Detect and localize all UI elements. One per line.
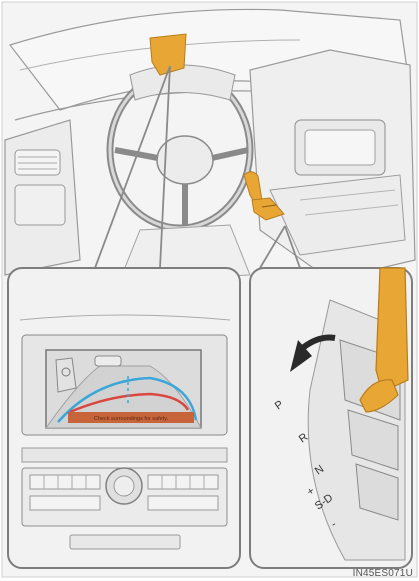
shift-lever-inset: P R N + S-D - xyxy=(250,268,412,568)
figure-id-code: IN45ES071U xyxy=(353,568,413,579)
camera-screen-caption: Check surroundings for safety. xyxy=(94,416,169,422)
